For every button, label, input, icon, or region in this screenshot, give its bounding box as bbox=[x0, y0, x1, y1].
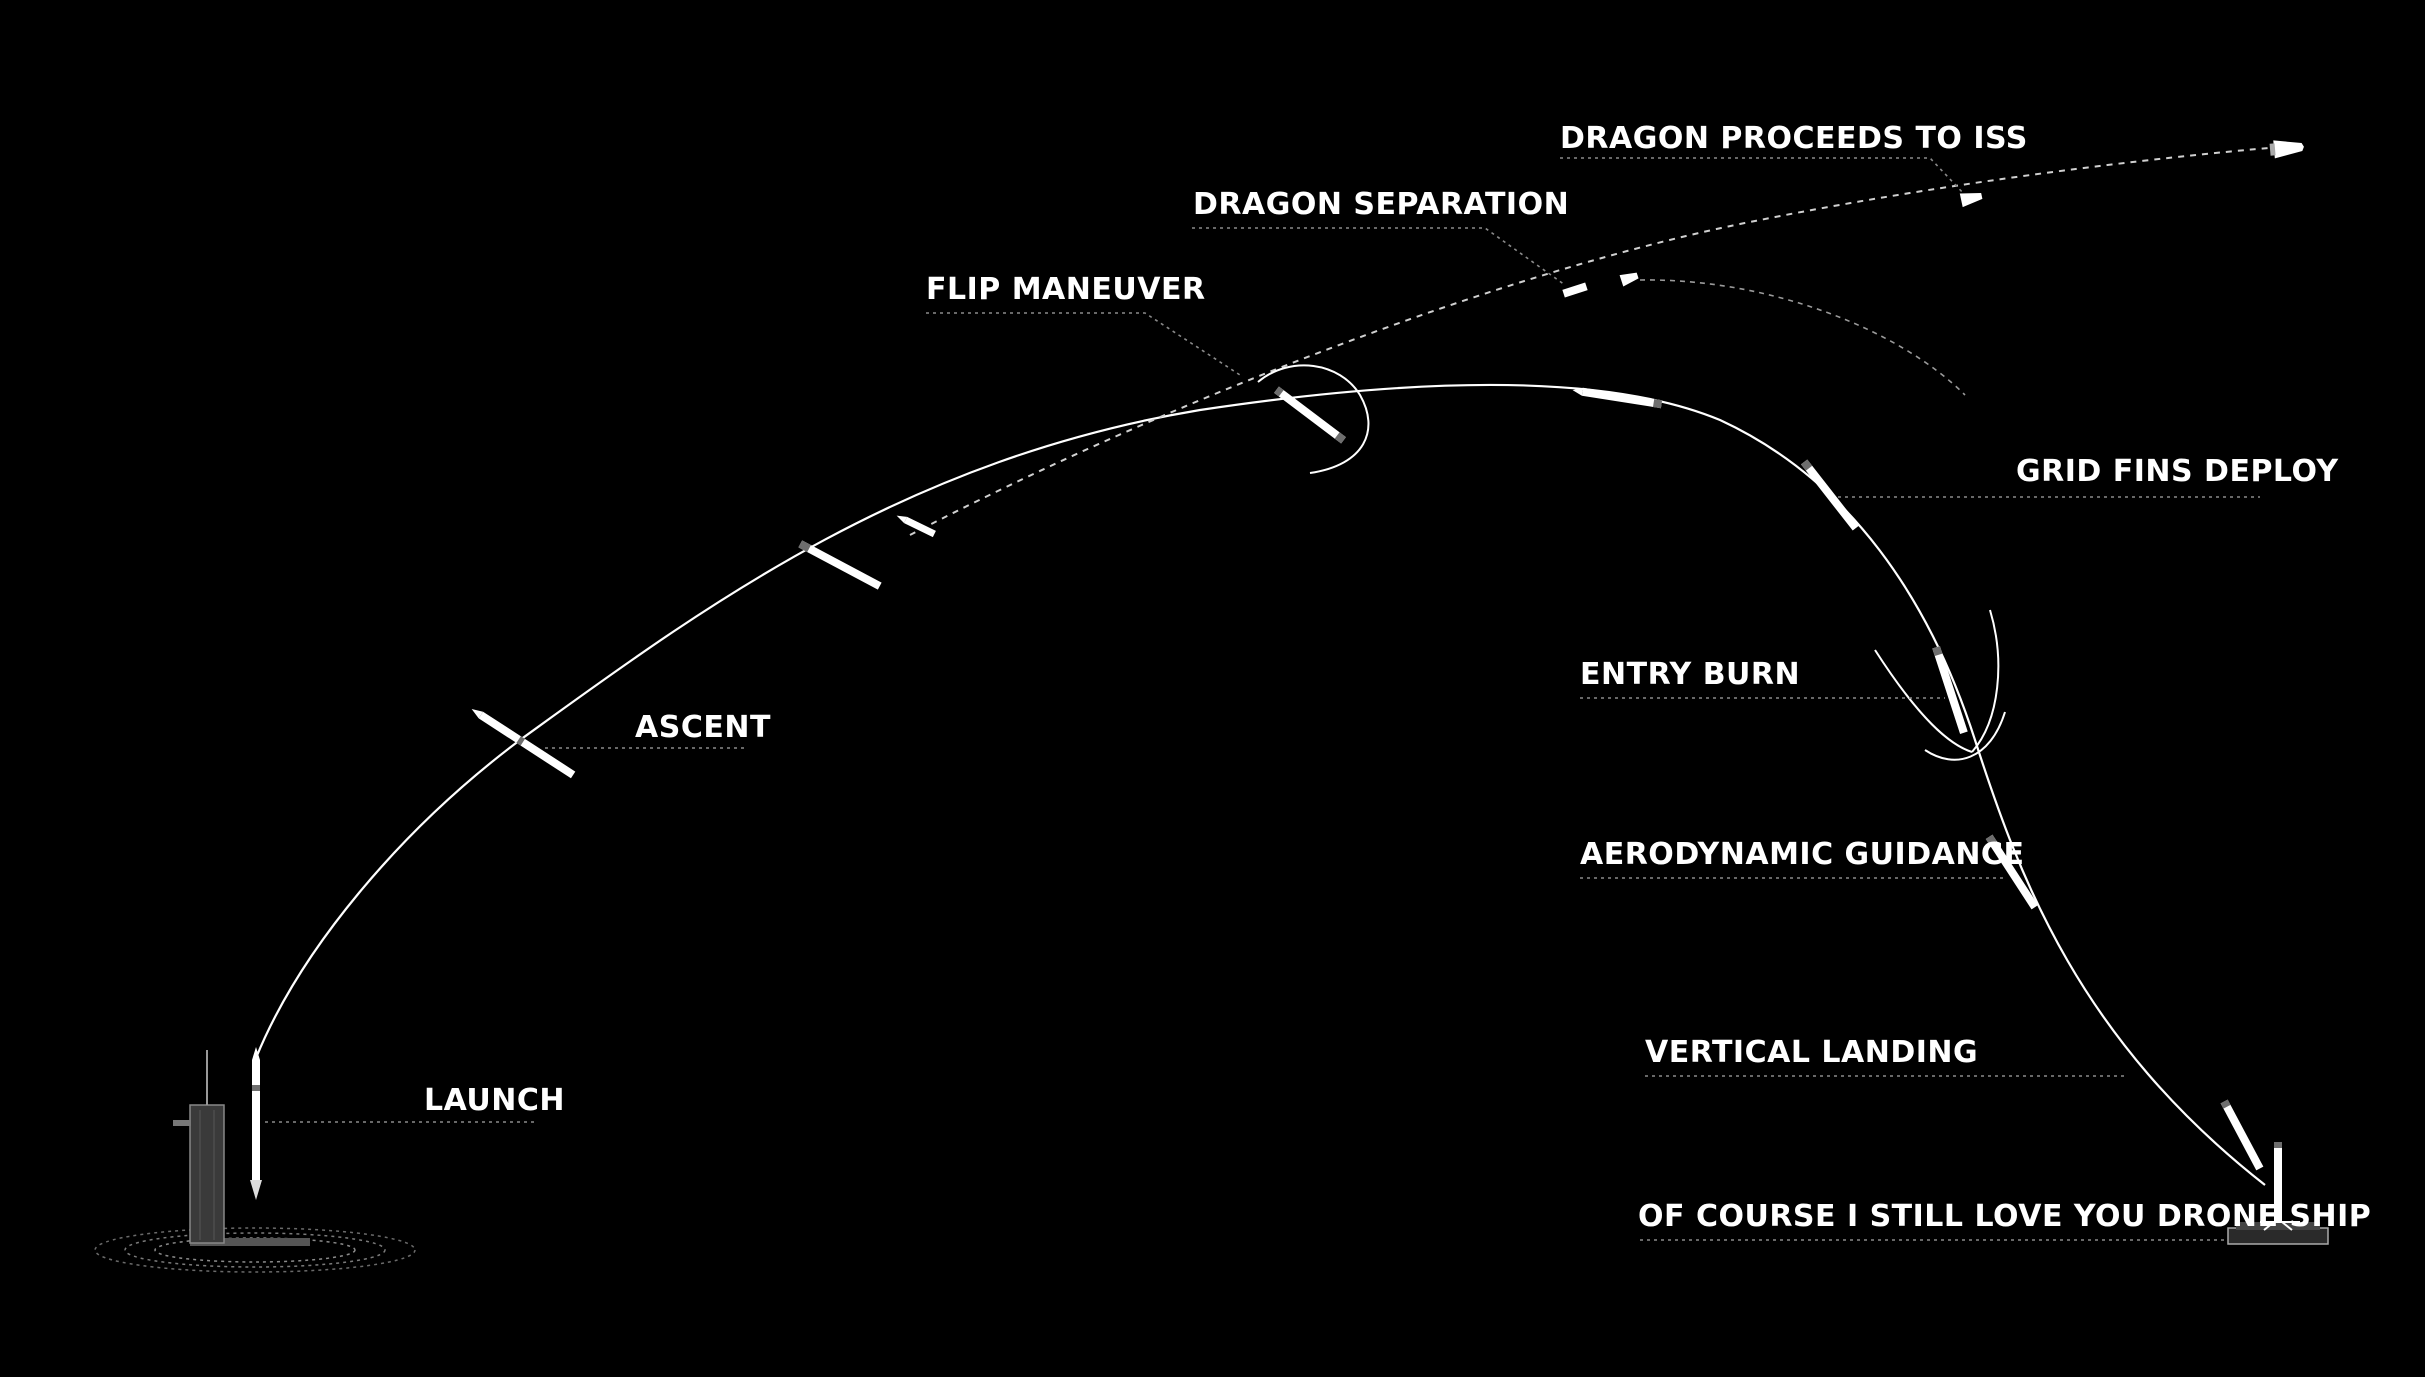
label-drone-ship: OF COURSE I STILL LOVE YOU DRONE SHIP bbox=[1638, 1199, 2371, 1234]
dragon-iss bbox=[2269, 140, 2304, 159]
entry-burn-plume-left bbox=[1874, 649, 1973, 753]
entry-burn-plume-right bbox=[1971, 609, 2000, 753]
leader-flip-maneuver bbox=[926, 312, 1241, 376]
label-launch: LAUNCH bbox=[424, 1083, 565, 1118]
rocket-entry-burn bbox=[1932, 645, 1968, 735]
launch-tower bbox=[173, 1050, 225, 1244]
separation-arc bbox=[1639, 279, 1966, 396]
label-ascent: ASCENT bbox=[635, 710, 771, 745]
leader-dragon-proceeds bbox=[1560, 157, 1966, 196]
rocket-descent bbox=[2220, 1099, 2264, 1171]
dragon-separation-capsule bbox=[1562, 282, 1588, 298]
first-stage-trajectory bbox=[254, 383, 2266, 1186]
leader-lines bbox=[265, 157, 2260, 1241]
rocket-ascent-2 bbox=[798, 540, 882, 590]
label-vertical-landing: VERTICAL LANDING bbox=[1645, 1035, 1978, 1070]
label-aerodynamic-guidance: AERODYNAMIC GUIDANCE bbox=[1580, 837, 2024, 872]
dragon-midway bbox=[1959, 192, 1983, 208]
second-stage-ascent bbox=[896, 515, 936, 538]
second-stage-path bbox=[909, 146, 2281, 536]
label-dragon-proceeds: DRAGON PROCEEDS TO ISS bbox=[1560, 121, 2028, 156]
rocket-flip bbox=[1274, 386, 1346, 444]
launch-pad bbox=[94, 1227, 416, 1273]
rocket-aerodynamic-guidance bbox=[1985, 834, 2039, 910]
rocket-grid-fins bbox=[1800, 459, 1860, 531]
rocket-launch bbox=[250, 1047, 262, 1200]
label-grid-fins: GRID FINS DEPLOY bbox=[2016, 454, 2339, 489]
label-dragon-separation: DRAGON SEPARATION bbox=[1193, 187, 1569, 222]
flip-arc bbox=[1257, 364, 1370, 474]
dragon-separation-capsule-2 bbox=[1619, 272, 1639, 287]
rocket-boostback bbox=[1572, 387, 1663, 409]
rocket-ascent-1 bbox=[471, 709, 576, 779]
label-flip-maneuver: FLIP MANEUVER bbox=[926, 272, 1206, 307]
label-entry-burn: ENTRY BURN bbox=[1580, 657, 1800, 692]
rocket-landed bbox=[2263, 1142, 2293, 1231]
leader-dragon-separation bbox=[1192, 227, 1566, 286]
entry-burn-plume-base bbox=[1924, 711, 2006, 761]
